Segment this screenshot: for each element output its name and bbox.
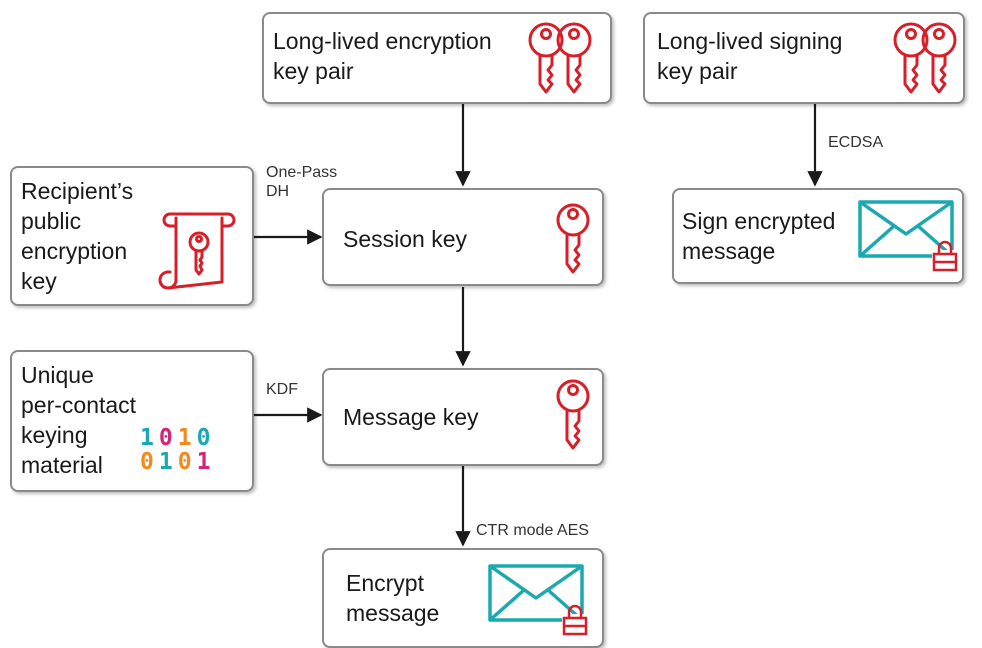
node-label: Unique per-contact keying material <box>21 362 137 478</box>
node-session-key: Session key <box>322 188 604 286</box>
locked-envelope-icon <box>488 564 588 636</box>
key-pair-icon <box>893 22 957 94</box>
node-encryption-key-pair: Long-lived encryption key pair <box>262 12 612 104</box>
node-recipient-public-key: Recipient’s public encryption key <box>10 166 254 306</box>
scroll-key-icon <box>158 212 236 290</box>
key-pair-icon <box>528 22 592 94</box>
edge-label-ctr-mode-aes: CTR mode AES <box>476 522 589 539</box>
node-encrypt-message: Encrypt message <box>322 548 604 648</box>
node-message-key: Message key <box>322 368 604 466</box>
edge-label-kdf: KDF <box>266 381 298 398</box>
node-signing-key-pair: Long-lived signing key pair <box>643 12 965 104</box>
edge-label-ecdsa: ECDSA <box>828 134 884 151</box>
node-sign-encrypted-message: Sign encrypted message <box>672 188 964 284</box>
locked-envelope-icon <box>858 200 958 272</box>
binary-icon: 1010 0101 <box>140 426 215 474</box>
node-label: Message key <box>343 404 479 430</box>
node-label: Sign encrypted message <box>682 208 836 264</box>
node-label: Session key <box>343 226 468 252</box>
key-icon <box>556 379 590 450</box>
binary-row-2: 0101 <box>140 449 216 475</box>
node-label: Long-lived signing key pair <box>657 28 843 84</box>
node-label: Recipient’s public encryption key <box>21 178 134 294</box>
node-unique-keying-material: Unique per-contact keying material 1010 … <box>10 350 254 492</box>
key-icon <box>556 203 590 274</box>
edge-label-one-pass-dh: One-Pass DH <box>266 164 338 200</box>
binary-row-1: 1010 <box>140 425 216 451</box>
node-label: Long-lived encryption key pair <box>273 28 492 84</box>
node-label: Encrypt message <box>346 570 440 626</box>
